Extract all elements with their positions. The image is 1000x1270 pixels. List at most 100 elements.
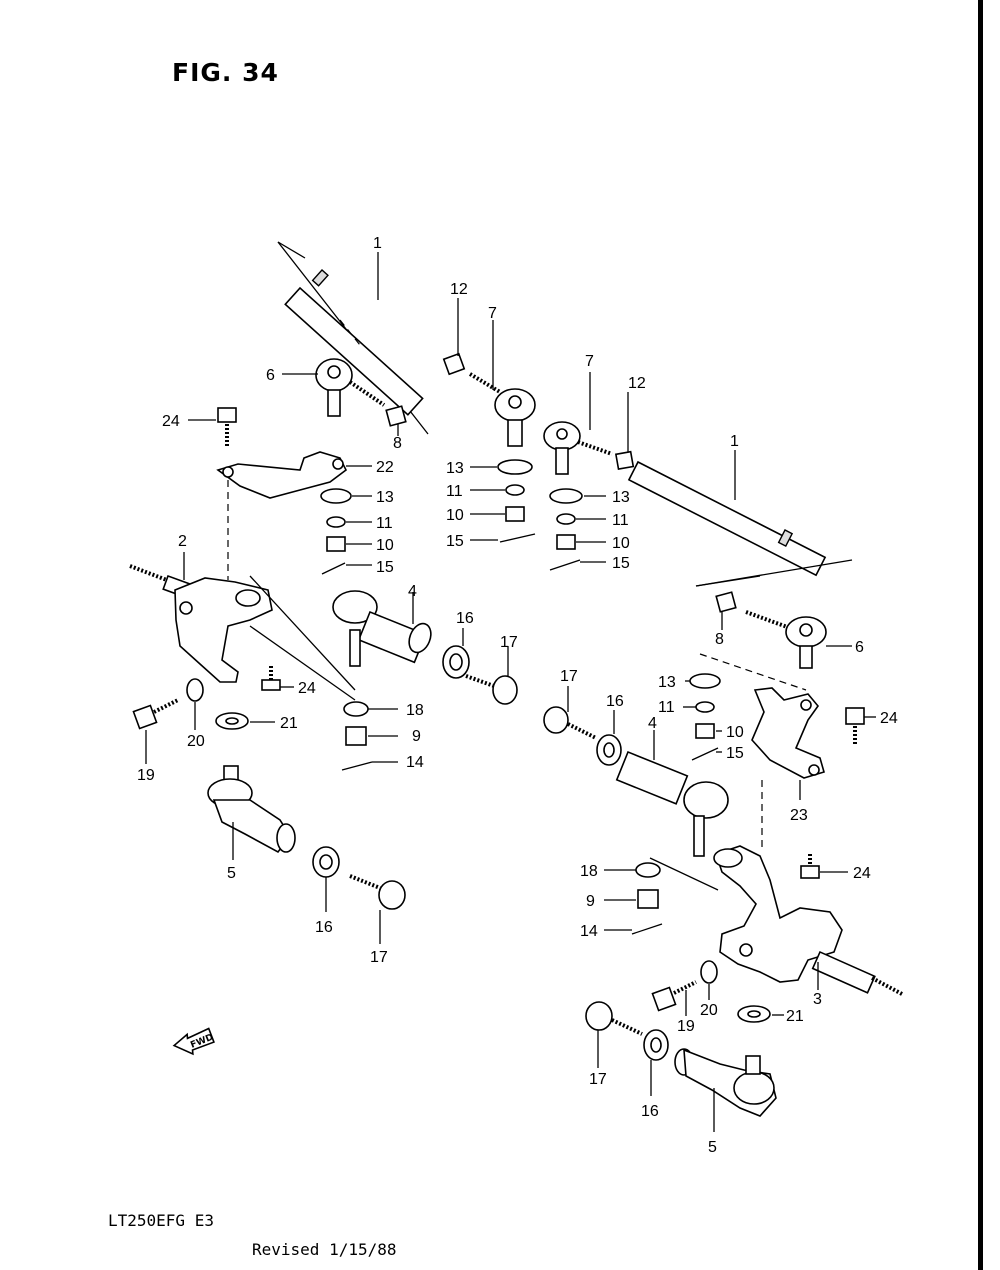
tie-rod-left bbox=[277, 241, 429, 435]
lock-nut-12-right bbox=[614, 392, 635, 471]
callout-10-right: 10 bbox=[612, 535, 630, 552]
hardware-stack-center bbox=[470, 459, 536, 543]
callout-13-right-lower: 13 bbox=[658, 674, 676, 691]
callout-16-right-lower: 16 bbox=[641, 1103, 659, 1120]
callout-15-left: 15 bbox=[376, 559, 394, 576]
callout-8-right: 8 bbox=[715, 631, 724, 648]
forward-direction-arrow: FWD bbox=[172, 1027, 215, 1056]
callout-21-left: 21 bbox=[280, 715, 298, 732]
callout-15-right: 15 bbox=[612, 555, 630, 572]
callout-24-right-upper: 24 bbox=[880, 710, 898, 727]
callout-4-right: 4 bbox=[648, 715, 657, 732]
callout-2: 2 bbox=[178, 533, 187, 550]
callout-1-upper: 1 bbox=[373, 235, 382, 252]
callout-numbers: 1 12 7 6 8 24 22 13 11 10 15 13 11 10 15… bbox=[137, 235, 898, 1156]
lock-nut-12-upper bbox=[442, 298, 466, 376]
hardware-18-9-14-right bbox=[604, 857, 719, 935]
steering-knuckle-2 bbox=[129, 552, 356, 701]
bolt-24-left-mid bbox=[261, 666, 294, 691]
callout-13-right: 13 bbox=[612, 489, 630, 506]
callout-3: 3 bbox=[813, 991, 822, 1008]
callout-7-right: 7 bbox=[585, 353, 594, 370]
figure-title: FIG. 34 bbox=[172, 58, 279, 87]
hardware-stack-right bbox=[549, 488, 606, 571]
model-code-label: LT250EFG E3 bbox=[108, 1211, 214, 1230]
callout-23: 23 bbox=[790, 807, 808, 824]
bolt-17-lower-left bbox=[349, 874, 406, 944]
hardware-stack-right-lower bbox=[683, 673, 722, 761]
tie-rod-end-7-right bbox=[543, 372, 613, 475]
hardware-18-9-14-left bbox=[341, 701, 398, 771]
bolt-24-right-lower bbox=[800, 854, 848, 879]
washer-20-left bbox=[186, 678, 204, 730]
tie-rod-end-6-right bbox=[745, 610, 852, 669]
bolt-19-left bbox=[132, 698, 179, 764]
callout-14-left: 14 bbox=[406, 754, 424, 771]
callout-13-left: 13 bbox=[376, 489, 394, 506]
callout-12-right: 12 bbox=[628, 375, 646, 392]
bolt-24-right-upper bbox=[845, 707, 876, 746]
callout-1-right: 1 bbox=[730, 433, 739, 450]
callout-14-right: 14 bbox=[580, 923, 598, 940]
tie-rod-end-5-left bbox=[207, 765, 296, 860]
callout-22: 22 bbox=[376, 459, 394, 476]
callout-16-lower-left: 16 bbox=[315, 919, 333, 936]
callout-4-left: 4 bbox=[408, 583, 417, 600]
nut-8-upper bbox=[385, 405, 407, 436]
callout-20-left: 20 bbox=[187, 733, 205, 750]
washer-20-right bbox=[700, 960, 718, 1000]
callout-15-center: 15 bbox=[446, 533, 464, 550]
callout-17-lower-left: 17 bbox=[370, 949, 388, 966]
bolt-19-right bbox=[651, 980, 697, 1016]
bushing-16-right-mid bbox=[596, 710, 622, 766]
bolt-17-right-lower bbox=[585, 1001, 643, 1068]
bushing-16-lower-left bbox=[312, 846, 340, 912]
callout-12-upper: 12 bbox=[450, 281, 468, 298]
callout-17-right-mid: 17 bbox=[560, 668, 578, 685]
callout-18-right: 18 bbox=[580, 863, 598, 880]
callout-18-left: 18 bbox=[406, 702, 424, 719]
callout-13-center: 13 bbox=[446, 460, 464, 477]
bushing-16-left-mid bbox=[442, 628, 470, 679]
callout-11-right-lower: 11 bbox=[658, 699, 675, 716]
callout-21-right: 21 bbox=[786, 1008, 804, 1025]
callout-16-right-mid: 16 bbox=[606, 693, 624, 710]
steering-arm-bracket-22 bbox=[216, 451, 372, 580]
callout-24-left-mid: 24 bbox=[298, 680, 316, 697]
callout-24-right-lower: 24 bbox=[853, 865, 871, 882]
callout-6-right: 6 bbox=[855, 639, 864, 656]
callout-10-center: 10 bbox=[446, 507, 464, 524]
callout-6-upper: 6 bbox=[266, 367, 275, 384]
bolt-24-upper-left bbox=[188, 407, 237, 446]
callout-11-right: 11 bbox=[612, 512, 629, 529]
callout-5-left: 5 bbox=[227, 865, 236, 882]
tie-rod-sleeve-4-right bbox=[615, 730, 729, 857]
callout-10-right-lower: 10 bbox=[726, 724, 744, 741]
callout-11-left: 11 bbox=[376, 515, 393, 532]
washer-21-left bbox=[215, 712, 275, 730]
revision-date-label: Revised 1/15/88 bbox=[252, 1240, 397, 1259]
bolt-17-left-mid bbox=[465, 646, 518, 705]
callout-10-left: 10 bbox=[376, 537, 394, 554]
steering-knuckle-3 bbox=[713, 845, 903, 996]
callout-15-right-lower: 15 bbox=[726, 745, 744, 762]
callout-19-right: 19 bbox=[677, 1018, 695, 1035]
steering-arm-bracket-23 bbox=[699, 653, 825, 850]
washer-21-right bbox=[737, 1005, 784, 1023]
hardware-stack-left bbox=[320, 488, 372, 575]
tie-rod-sleeve-4-left bbox=[332, 590, 432, 667]
nut-8-right bbox=[715, 591, 737, 630]
callout-9-right: 9 bbox=[586, 893, 595, 910]
callout-7-upper: 7 bbox=[488, 305, 497, 322]
bushing-16-right-lower bbox=[643, 1029, 669, 1096]
callout-20-right: 20 bbox=[700, 1002, 718, 1019]
callout-11-center: 11 bbox=[446, 483, 463, 500]
callout-17-right-lower: 17 bbox=[589, 1071, 607, 1088]
callout-9-left: 9 bbox=[412, 728, 421, 745]
callout-16-left-mid: 16 bbox=[456, 610, 474, 627]
bolt-17-right-mid bbox=[543, 686, 597, 740]
callout-19-left: 19 bbox=[137, 767, 155, 784]
tie-rod-end-7-upper bbox=[468, 320, 536, 447]
